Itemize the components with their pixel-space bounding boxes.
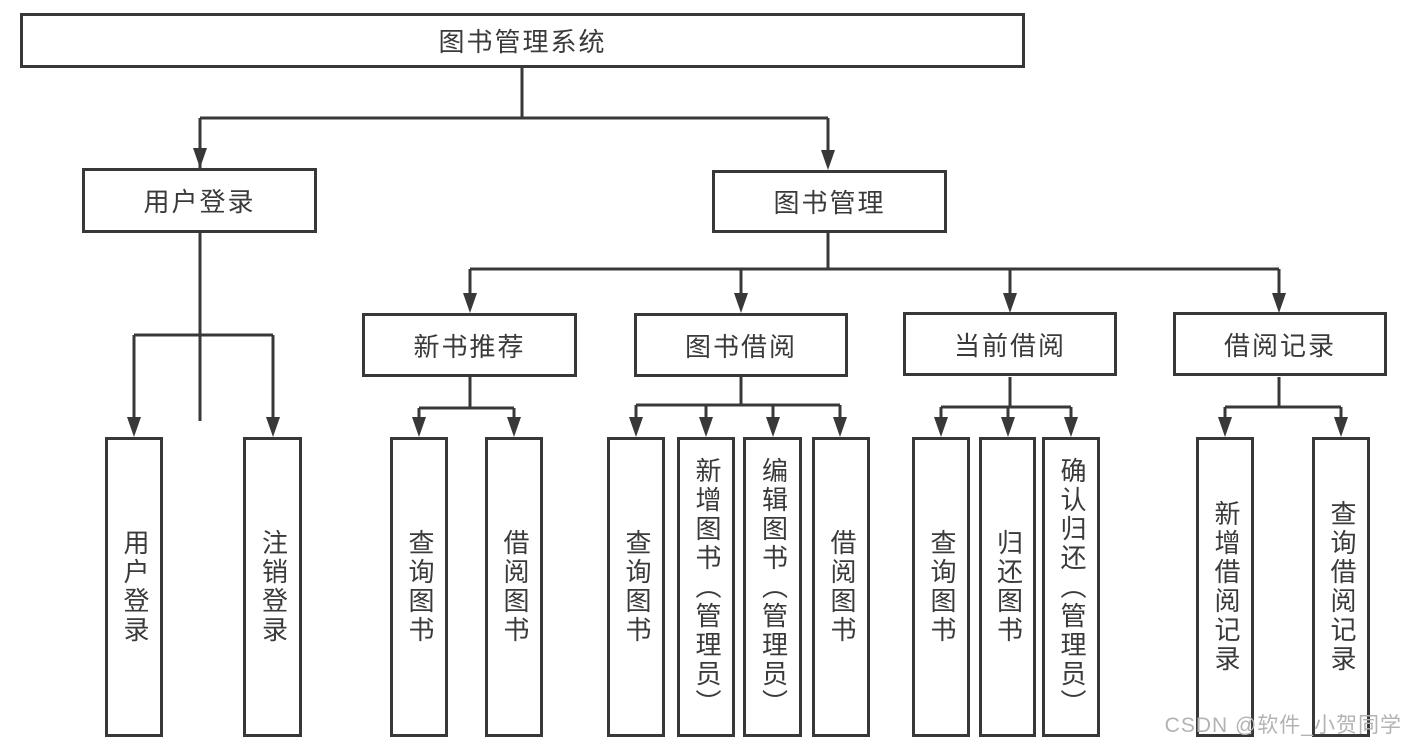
leaf-query-books-recommend: 查询图书 <box>390 437 448 737</box>
leaf-edit-books-admin-label: 编辑图书（管理员） <box>758 456 789 718</box>
leaf-query-books-recommend-label: 查询图书 <box>404 529 435 645</box>
leaf-edit-books-admin: 编辑图书（管理员） <box>743 437 802 737</box>
node-borrowing-records: 借阅记录 <box>1173 312 1387 376</box>
arrowhead <box>266 417 280 437</box>
leaf-add-books-admin-label: 新增图书（管理员） <box>691 456 722 718</box>
leaf-user-login-label: 用户登录 <box>119 529 150 645</box>
arrowhead <box>1272 293 1286 313</box>
leaf-query-books-current-label: 查询图书 <box>926 529 957 645</box>
arrowhead <box>934 417 948 437</box>
arrowhead <box>127 417 141 437</box>
node-current-borrowing: 当前借阅 <box>903 312 1117 376</box>
arrowhead <box>734 293 748 313</box>
node-user-login: 用户登录 <box>82 168 317 233</box>
arrowhead <box>821 150 835 170</box>
arrowhead <box>412 417 426 437</box>
leaf-user-login: 用户登录 <box>105 437 163 737</box>
node-book-borrowing: 图书借阅 <box>634 313 848 377</box>
leaf-query-books-borrowing: 查询图书 <box>607 437 665 737</box>
leaf-borrow-books-borrowing: 借阅图书 <box>812 437 870 737</box>
leaf-query-borrow-record-label: 查询借阅记录 <box>1326 500 1357 674</box>
node-book-borrowing-label: 图书借阅 <box>684 331 797 362</box>
leaf-logout: 注销登录 <box>243 437 302 737</box>
node-root-label: 图书管理系统 <box>438 27 607 57</box>
leaf-return-books-label: 归还图书 <box>993 529 1024 645</box>
node-new-book-recommend: 新书推荐 <box>362 313 577 377</box>
leaf-borrow-books-recommend: 借阅图书 <box>485 437 543 737</box>
node-new-book-recommend-label: 新书推荐 <box>413 331 526 362</box>
arrowhead <box>766 417 780 437</box>
node-root: 图书管理系统 <box>20 13 1025 68</box>
leaf-confirm-return-admin-label: 确认归还（管理员） <box>1056 456 1087 718</box>
leaf-query-borrow-record: 查询借阅记录 <box>1312 437 1370 737</box>
leaf-borrow-books-borrowing-label: 借阅图书 <box>826 529 857 645</box>
leaf-borrow-books-recommend-label: 借阅图书 <box>499 529 530 645</box>
node-current-borrowing-label: 当前借阅 <box>953 330 1066 361</box>
leaf-query-books-borrowing-label: 查询图书 <box>621 529 652 645</box>
arrowhead <box>463 293 477 313</box>
leaf-confirm-return-admin: 确认归还（管理员） <box>1042 437 1100 737</box>
arrowhead <box>629 417 643 437</box>
arrowhead <box>1334 417 1348 437</box>
arrowhead <box>1003 293 1017 313</box>
arrowhead <box>1001 417 1015 437</box>
arrowhead <box>699 417 713 437</box>
arrowhead <box>1064 417 1078 437</box>
node-book-management-label: 图书管理 <box>773 188 886 218</box>
node-borrowing-records-label: 借阅记录 <box>1223 330 1336 361</box>
arrowhead <box>1218 417 1232 437</box>
arrowhead <box>193 148 207 168</box>
arrowhead <box>833 417 847 437</box>
watermark: CSDN @软件_小贺同学 <box>1164 714 1402 737</box>
leaf-add-borrow-record-label: 新增借阅记录 <box>1210 500 1241 674</box>
leaf-query-books-current: 查询图书 <box>912 437 970 737</box>
leaf-logout-label: 注销登录 <box>258 529 289 645</box>
arrowhead <box>507 417 521 437</box>
leaf-add-books-admin: 新增图书（管理员） <box>677 437 735 737</box>
leaf-return-books: 归还图书 <box>979 437 1036 737</box>
node-book-management: 图书管理 <box>712 170 947 233</box>
node-user-login-label: 用户登录 <box>143 187 256 217</box>
leaf-add-borrow-record: 新增借阅记录 <box>1196 437 1254 737</box>
